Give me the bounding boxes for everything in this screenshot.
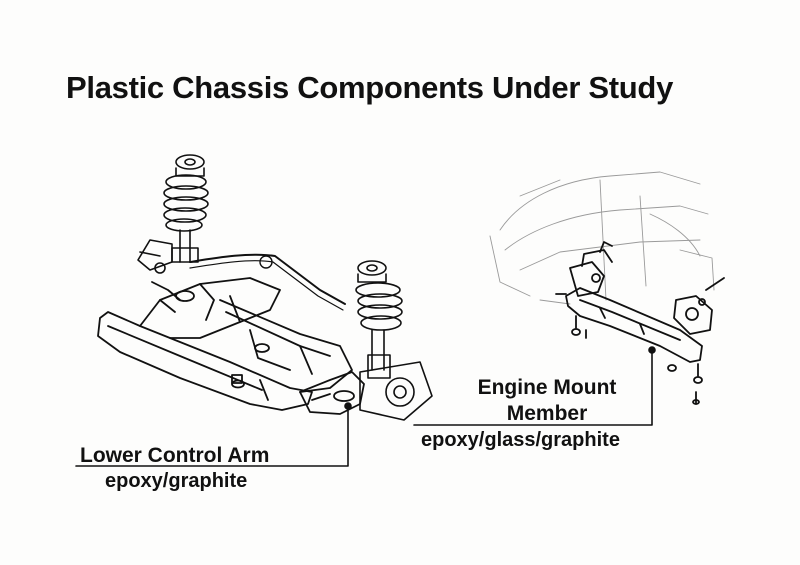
front-subframe-drawing	[97, 154, 433, 421]
lower-control-arm-material: epoxy/graphite	[105, 470, 248, 492]
lower-control-arm-drawing	[299, 371, 365, 415]
right-strut-assembly	[355, 260, 433, 421]
subframe-rails	[97, 277, 353, 411]
left-strut-assembly	[137, 154, 209, 274]
leader-lines	[75, 346, 656, 467]
engine-mount-member-material: epoxy/glass/graphite	[421, 429, 620, 451]
engine-mount-member-label-line2: Member	[506, 402, 588, 425]
engine-mount-member-label-line1: Engine Mount	[477, 376, 617, 399]
lower-control-arm-label: Lower Control Arm	[80, 444, 270, 467]
engine-mount-drawing	[489, 171, 725, 405]
diagram-title: Plastic Chassis Components Under Study	[66, 70, 674, 105]
